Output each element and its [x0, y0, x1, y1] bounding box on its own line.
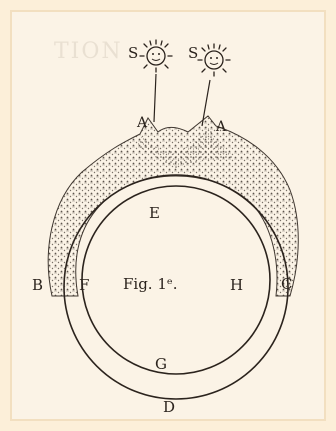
figure-caption: Fig. 1ᵉ. — [123, 275, 177, 293]
label-s-left: S — [128, 44, 138, 62]
label-d: D — [163, 398, 175, 416]
label-e: E — [149, 204, 160, 222]
label-f: F — [79, 276, 89, 294]
outer-circle — [63, 174, 289, 400]
label-a-right: A — [215, 119, 227, 135]
peak-shading — [136, 124, 236, 168]
label-h: H — [230, 276, 243, 294]
label-a-left: A — [136, 115, 148, 131]
sun-right-icon — [197, 43, 231, 77]
label-g: G — [155, 355, 167, 373]
label-b: B — [32, 276, 43, 294]
label-s-right: S — [188, 44, 198, 62]
sun-left-icon — [139, 39, 173, 73]
ray-right — [201, 79, 211, 127]
faint-heading: TION — [54, 39, 123, 64]
label-c: C — [281, 275, 292, 293]
ray-left — [153, 73, 157, 123]
inner-circle — [81, 185, 271, 375]
